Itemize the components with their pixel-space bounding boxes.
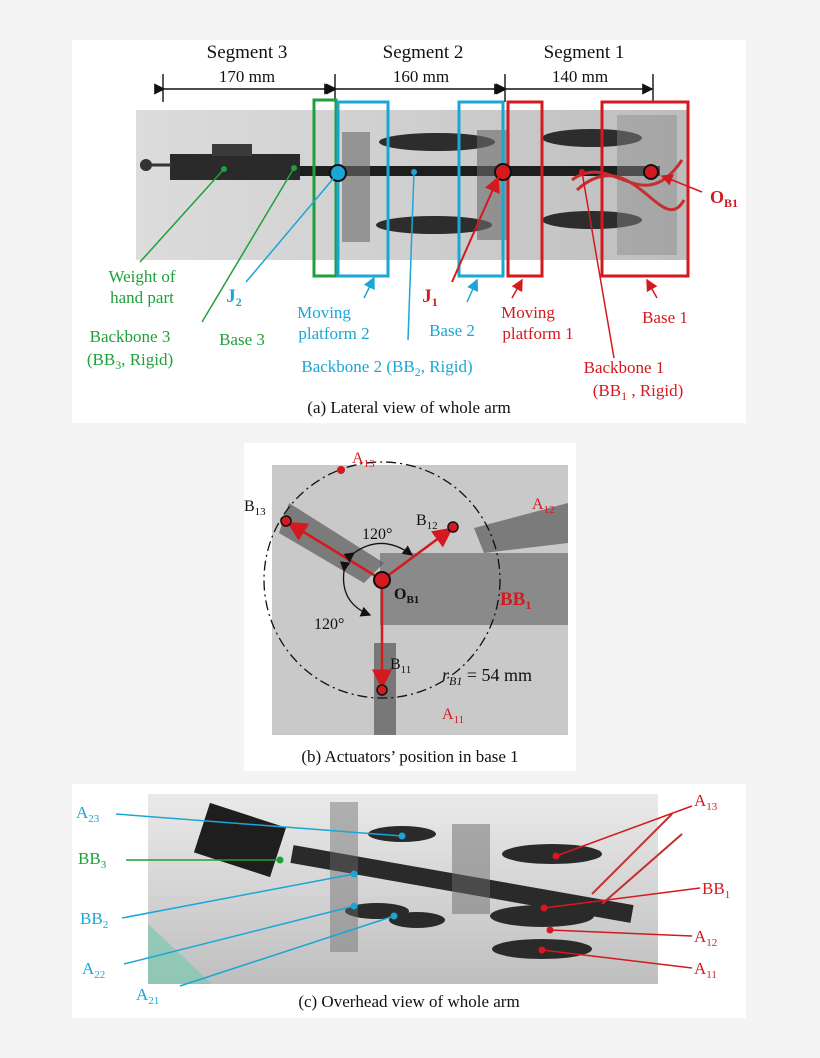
label-bb3-1: Backbone 3 xyxy=(90,327,171,346)
moving-platform-1-box xyxy=(506,100,544,278)
segment-3-name: Segment 3 xyxy=(207,42,288,63)
segment-3-length: 170 mm xyxy=(219,67,275,86)
origin-ob1 xyxy=(643,164,659,180)
label-j2: J2 xyxy=(226,286,242,309)
label-angle-bottom: 120° xyxy=(314,616,344,633)
angle-arc-bottom xyxy=(339,561,372,617)
label-bb1-1: Backbone 1 xyxy=(584,358,665,377)
segment-1-length: 140 mm xyxy=(552,67,608,86)
label-base-1: Base 1 xyxy=(642,308,688,327)
label-mp2-2: platform 2 xyxy=(298,324,369,343)
segment-2-length: 160 mm xyxy=(393,67,449,86)
label-bb1-overhead: BB1 xyxy=(702,879,730,901)
point-b12 xyxy=(447,521,459,533)
label-a22: A22 xyxy=(82,959,105,981)
angle-arc-top xyxy=(343,542,414,563)
label-bb3: BB3 xyxy=(78,849,107,871)
panel-b-caption: (b) Actuators’ position in base 1 xyxy=(301,747,519,766)
label-weight-1: Weight of xyxy=(108,267,175,286)
label-weight-2: hand part xyxy=(110,288,174,307)
label-mp1-2: platform 1 xyxy=(502,324,573,343)
label-base-2: Base 2 xyxy=(429,321,475,340)
moving-platform-2-box xyxy=(336,100,390,278)
label-a21: A21 xyxy=(136,985,159,1007)
label-bb3-2: (BB3, Rigid) xyxy=(87,350,173,372)
base-2-box xyxy=(457,100,505,278)
backbone-1-shape xyxy=(380,553,568,625)
label-b12: B12 xyxy=(416,512,438,532)
label-mp2-1: Moving xyxy=(297,303,351,322)
joint-j1 xyxy=(494,163,512,181)
panel-a-caption: (a) Lateral view of whole arm xyxy=(307,398,511,417)
hand-part xyxy=(170,154,300,180)
label-bb1-2: (BB1 , Rigid) xyxy=(593,381,684,403)
point-b13 xyxy=(280,515,292,527)
point-b11 xyxy=(376,684,388,696)
label-j1: J1 xyxy=(422,286,438,309)
label-bb2: BB2 xyxy=(80,909,108,931)
actuator-a xyxy=(379,133,495,151)
label-ob1: OB1 xyxy=(394,586,419,606)
base-1-box xyxy=(600,100,690,278)
label-bb2: Backbone 2 (BB2, Rigid) xyxy=(301,357,472,379)
label-a11: A11 xyxy=(442,706,464,726)
label-mp1-1: Moving xyxy=(501,303,555,322)
segment-2-name: Segment 2 xyxy=(383,42,464,63)
actuator-c xyxy=(542,129,642,147)
segment-1-name: Segment 1 xyxy=(544,42,625,63)
label-a12: A12 xyxy=(532,496,555,516)
label-a11-overhead: A11 xyxy=(694,959,717,981)
label-b13: B13 xyxy=(244,498,266,518)
point-a13 xyxy=(337,466,345,474)
label-base-3: Base 3 xyxy=(219,330,265,349)
panel-b: A13 A12 A11 B13 B12 B11 120° 120° OB1 BB… xyxy=(244,443,576,771)
panel-b-figure: A13 A12 A11 B13 B12 B11 120° 120° OB1 BB… xyxy=(244,450,568,735)
point-ob1 xyxy=(373,571,391,589)
label-a12-overhead: A12 xyxy=(694,927,717,949)
vector-b12 xyxy=(381,527,454,582)
actuator-d xyxy=(542,211,642,229)
actuator-b xyxy=(376,216,492,234)
panel-a-figure: Segment 3 170 mm Segment 2 160 mm Segmen… xyxy=(87,42,738,403)
panel-a: Segment 3 170 mm Segment 2 160 mm Segmen… xyxy=(72,40,746,423)
panel-c-caption: (c) Overhead view of whole arm xyxy=(298,992,520,1011)
label-a23: A23 xyxy=(76,803,100,825)
label-a13: A13 xyxy=(352,450,375,470)
panel-c: A23 BB3 BB2 A22 A21 A13 BB1 A12 A11 (c) … xyxy=(72,784,746,1018)
label-b11: B11 xyxy=(390,656,411,676)
label-angle-top: 120° xyxy=(362,526,392,543)
actuator-circle xyxy=(263,461,501,699)
label-radius: rB1 = 54 mm xyxy=(442,665,532,688)
label-ob1: OB1 xyxy=(710,187,738,210)
label-a13-overhead: A13 xyxy=(694,791,718,813)
panel-c-figure: A23 BB3 BB2 A22 A21 A13 BB1 A12 A11 xyxy=(76,791,730,1007)
label-bb1: BB1 xyxy=(500,589,531,612)
base-3-box xyxy=(312,98,338,278)
